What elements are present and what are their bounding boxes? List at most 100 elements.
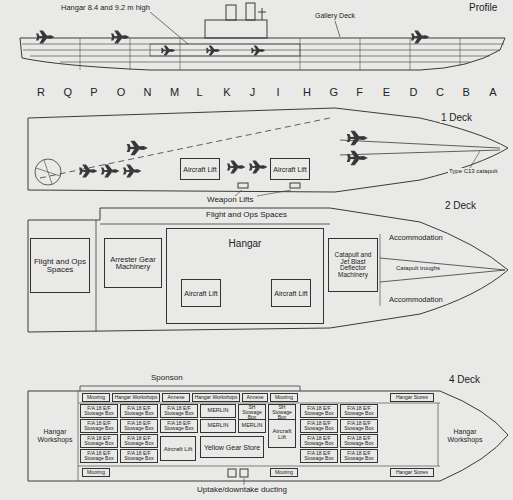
compartment-box: Mooring bbox=[270, 393, 298, 402]
compartment-label: F/A 18 E/F Stowage Box bbox=[82, 421, 116, 431]
compartment-label: Yellow Gear Store bbox=[204, 444, 260, 451]
compartment-label: Annexe bbox=[247, 395, 264, 400]
compartment-label: F/A 18 E/F Stowage Box bbox=[122, 451, 156, 461]
label-text: J bbox=[249, 86, 257, 98]
compartment-box: Mooring bbox=[82, 468, 110, 477]
compartment-label: F/A 18 E/F Stowage Box bbox=[162, 406, 196, 416]
compartment-label: SH Stowage Box bbox=[240, 405, 264, 420]
compartment-label: F/A 18 E/F Stowage Box bbox=[342, 406, 376, 416]
hangar-area: HangarAircraft Lift Aircraft Lift bbox=[166, 228, 324, 324]
compartment-label: F/A 18 E/F Stowage Box bbox=[302, 421, 336, 431]
compartment-label: Hangar Workshops bbox=[115, 395, 158, 400]
compartment-box: F/A 18 E/F Stowage Box bbox=[340, 419, 378, 433]
compartment-label: F/A 18 E/F Stowage Box bbox=[162, 421, 196, 431]
compartment-box: Annexe bbox=[242, 393, 268, 402]
label-text: Uptake/downtake ducting bbox=[196, 486, 288, 495]
flight-deck-plan bbox=[28, 108, 508, 196]
compartment-box: Annexe bbox=[162, 393, 190, 402]
compartment-label: F/A 18 E/F Stowage Box bbox=[302, 436, 336, 446]
compartment-box: Aircraft Lift bbox=[270, 158, 310, 180]
label-text: G bbox=[329, 86, 340, 98]
hangar-deck-plan bbox=[28, 208, 508, 332]
label-text: Q bbox=[63, 86, 74, 98]
label-text: N bbox=[142, 86, 152, 98]
compartment-label: Hangar Workshops bbox=[195, 395, 238, 400]
compartment-box: Catapult and Jet Blast Deflector Machine… bbox=[328, 238, 378, 292]
compartment-box: Aircraft Lift bbox=[181, 279, 221, 307]
label-text: 2 Deck bbox=[444, 200, 477, 211]
label-text: B bbox=[462, 86, 471, 98]
compartment-box: F/A 18 E/F Stowage Box bbox=[120, 434, 158, 448]
label-text: Sponson bbox=[150, 374, 184, 383]
compartment-label: Mooring bbox=[275, 470, 293, 475]
compartment-label: F/A 18 E/F Stowage Box bbox=[342, 421, 376, 431]
label-text: Hangar Workshops bbox=[32, 428, 78, 443]
compartment-box: Yellow Gear Store bbox=[200, 436, 264, 458]
ship-profile bbox=[20, 3, 505, 70]
compartment-label: F/A 18 E/F Stowage Box bbox=[82, 436, 116, 446]
label-text: Hangar 8.4 and 9.2 m high bbox=[60, 4, 151, 12]
compartment-label: Mooring bbox=[87, 395, 105, 400]
label-text: Catapult troughs bbox=[395, 265, 441, 272]
label-text: A bbox=[488, 86, 497, 98]
compartment-label: Aircraft Lift bbox=[184, 290, 217, 297]
compartment-label: Flight and Ops Spaces bbox=[32, 258, 88, 274]
compartment-box: Arrester Gear Machinery bbox=[104, 238, 162, 288]
compartment-label: Aircraft Lift bbox=[164, 446, 193, 452]
compartment-box: F/A 18 E/F Stowage Box bbox=[160, 404, 198, 418]
label-text: Accommodation bbox=[388, 296, 444, 304]
compartment-box: Flight and Ops Spaces bbox=[30, 238, 90, 293]
label-text: Weapon Lifts bbox=[206, 196, 255, 205]
compartment-box: F/A 18 E/F Stowage Box bbox=[300, 404, 338, 418]
compartment-label: Mooring bbox=[87, 470, 105, 475]
compartment-label: Hangar Stores bbox=[396, 395, 428, 400]
compartment-box: Aircraft Lift bbox=[180, 158, 220, 180]
compartment-box: F/A 18 E/F Stowage Box bbox=[300, 419, 338, 433]
label-text: Hangar Workshops bbox=[444, 428, 486, 443]
label-text: K bbox=[222, 86, 231, 98]
compartment-label: Aircraft Lift bbox=[183, 166, 216, 173]
compartment-label: MERLIN bbox=[242, 423, 263, 429]
compartment-box: Aircraft Lift bbox=[160, 436, 196, 461]
compartment-box: F/A 18 E/F Stowage Box bbox=[160, 419, 198, 433]
compartment-box: F/A 18 E/F Stowage Box bbox=[80, 449, 118, 463]
label-text: 1 Deck bbox=[440, 112, 473, 123]
lower-deck-plan bbox=[28, 386, 508, 485]
compartment-box: F/A 18 E/F Stowage Box bbox=[80, 419, 118, 433]
label-text: Profile bbox=[468, 2, 498, 13]
compartment-label: F/A 18 E/F Stowage Box bbox=[122, 421, 156, 431]
compartment-box: Hangar Stores bbox=[390, 468, 434, 477]
compartment-box: Mooring bbox=[270, 468, 298, 477]
compartment-label: F/A 18 E/F Stowage Box bbox=[82, 406, 116, 416]
compartment-label: Catapult and Jet Blast Deflector Machine… bbox=[330, 252, 376, 278]
compartment-box: F/A 18 E/F Stowage Box bbox=[300, 434, 338, 448]
label-text: Type C13 catapult bbox=[448, 168, 498, 175]
compartment-box: F/A 18 E/F Stowage Box bbox=[340, 449, 378, 463]
compartment-label: Hangar Stores bbox=[396, 470, 428, 475]
compartment-box: F/A 18 E/F Stowage Box bbox=[120, 449, 158, 463]
compartment-box: F/A 18 E/F Stowage Box bbox=[80, 434, 118, 448]
compartment-label: F/A 18 E/F Stowage Box bbox=[302, 451, 336, 461]
label-text: E bbox=[382, 86, 391, 98]
label-text: H bbox=[302, 86, 312, 98]
compartment-box: F/A 18 E/F Stowage Box bbox=[300, 449, 338, 463]
compartment-box: Aircraft Lift bbox=[271, 279, 311, 307]
label-text: Flight and Ops Spaces bbox=[205, 211, 288, 220]
compartment-label: Aircraft Lift bbox=[274, 290, 307, 297]
compartment-box: Aircraft Lift bbox=[268, 419, 296, 448]
label-text: L bbox=[196, 86, 204, 98]
compartment-label: Hangar bbox=[168, 239, 322, 249]
compartment-label: MERLIN bbox=[208, 423, 229, 429]
label-text: Gallery Deck bbox=[314, 12, 356, 20]
label-text: P bbox=[89, 86, 98, 98]
compartment-box: MERLIN bbox=[200, 404, 236, 418]
compartment-label: F/A 18 E/F Stowage Box bbox=[302, 406, 336, 416]
compartment-box: F/A 18 E/F Stowage Box bbox=[340, 404, 378, 418]
compartment-box: Hangar Workshops bbox=[192, 393, 240, 402]
label-text: 4 Deck bbox=[448, 374, 481, 385]
compartment-label: F/A 18 E/F Stowage Box bbox=[82, 451, 116, 461]
compartment-box: MERLIN bbox=[200, 419, 236, 433]
compartment-box: F/A 18 E/F Stowage Box bbox=[120, 419, 158, 433]
compartment-box: F/A 18 E/F Stowage Box bbox=[120, 404, 158, 418]
label-text: M bbox=[169, 86, 180, 98]
